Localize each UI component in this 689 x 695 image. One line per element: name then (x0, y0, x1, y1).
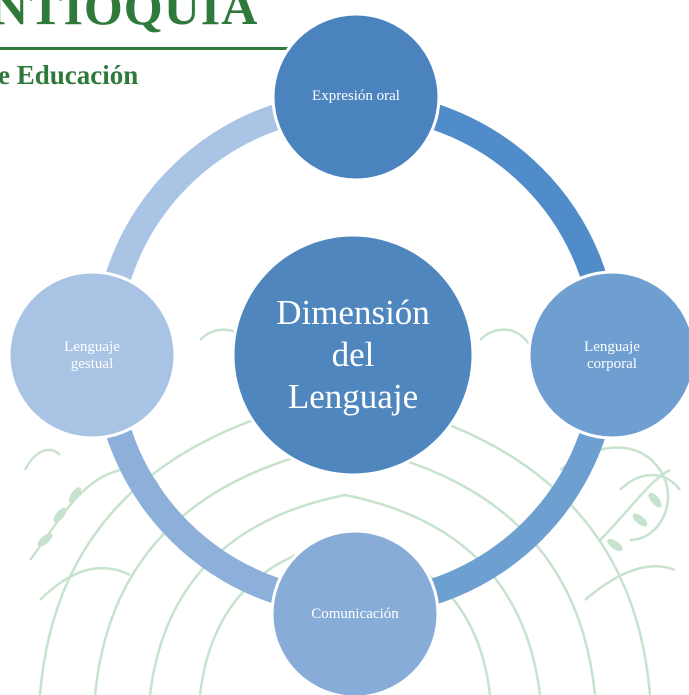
node-bottom (270, 529, 440, 695)
node-bottom-label: Comunicación (311, 606, 399, 623)
node-left-label-line1: Lenguaje (64, 338, 120, 355)
center-label-line3: Lenguaje (287, 377, 419, 416)
node-left-label: Lenguaje gestual (32, 336, 152, 376)
node-right-label: Lenguaje corporal (552, 336, 672, 376)
center-label: Dimensión del Lenguaje (263, 293, 443, 416)
node-left (7, 270, 177, 440)
node-right-label-line1: Lenguaje (584, 338, 640, 355)
center-label-line2: del (331, 335, 375, 374)
node-top (271, 12, 441, 182)
node-right (527, 270, 689, 440)
node-top-label: Expresión oral (312, 88, 400, 105)
center-node (231, 233, 475, 477)
header-title: NTIOQUIA (0, 0, 259, 35)
node-left-label-line2: gestual (70, 356, 114, 372)
node-right-label-line2: corporal (587, 356, 637, 372)
header-rule (0, 47, 300, 50)
center-label-line1: Dimensión (276, 293, 430, 332)
header-subtitle: e Educación (0, 60, 139, 90)
